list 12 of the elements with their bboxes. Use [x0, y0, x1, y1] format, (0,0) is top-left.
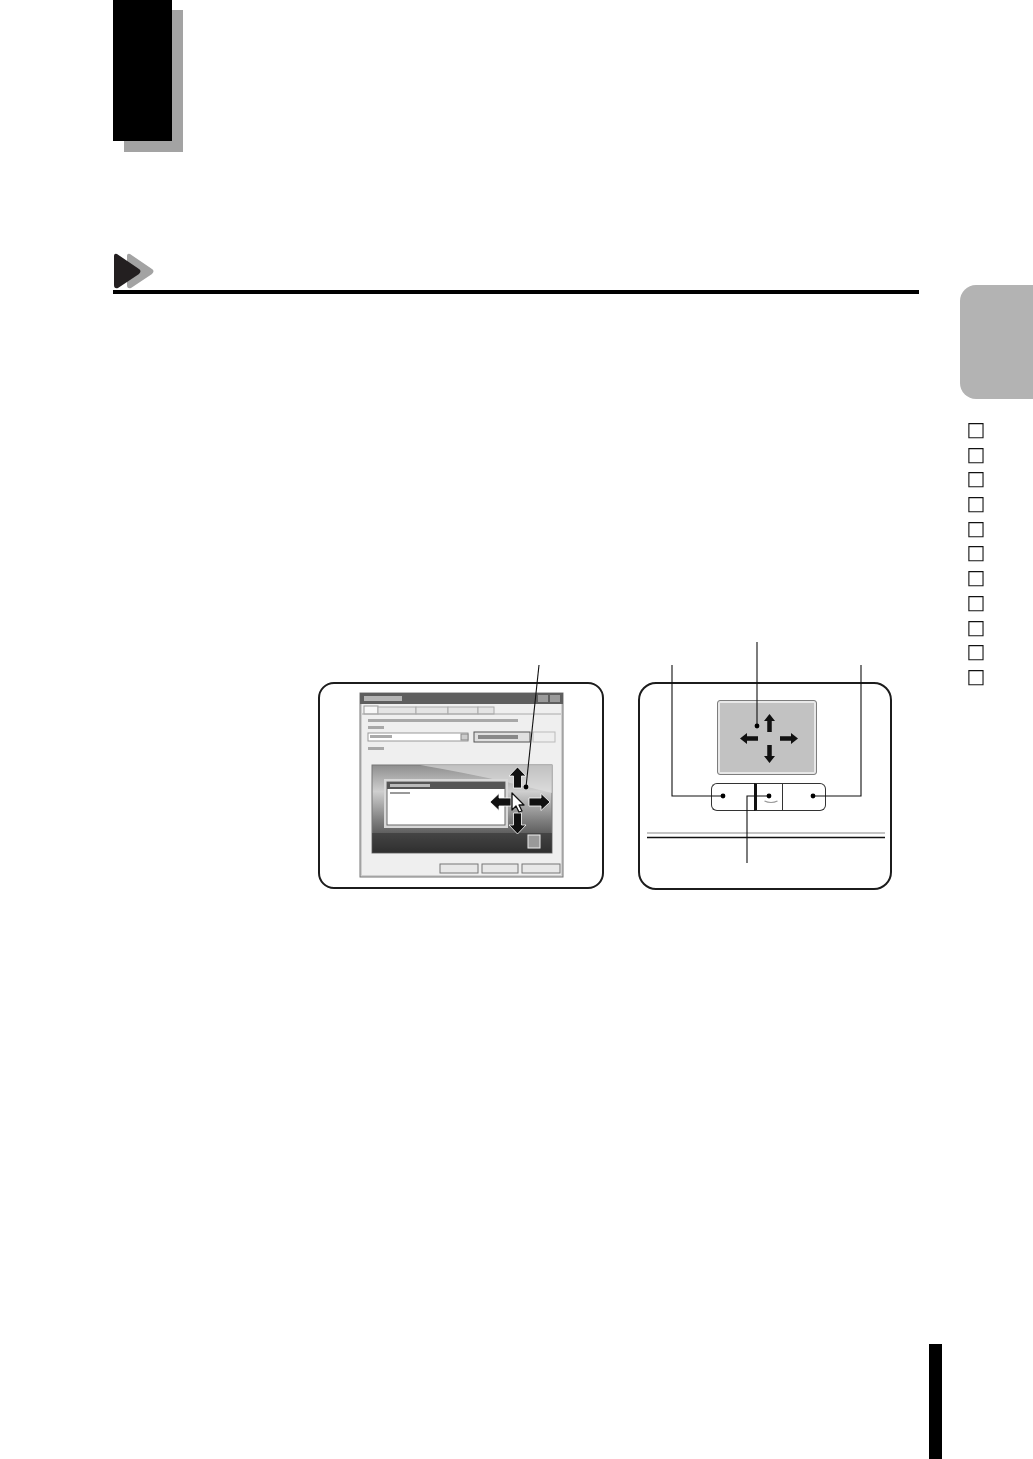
side-tab: [960, 285, 1033, 399]
leader-line: [671, 664, 726, 799]
left-click-button: [711, 783, 754, 811]
right-click-button: [783, 783, 826, 811]
leader-line: [523, 664, 540, 790]
touchpad: [717, 700, 817, 775]
leader-line: [754, 641, 760, 729]
leader-line: [810, 664, 862, 799]
middle-button: [754, 783, 783, 811]
side-index-text: □□□□□□□□□□□: [965, 417, 987, 689]
leader-line: [746, 793, 772, 864]
four-way-arrow-icon: [489, 766, 551, 836]
